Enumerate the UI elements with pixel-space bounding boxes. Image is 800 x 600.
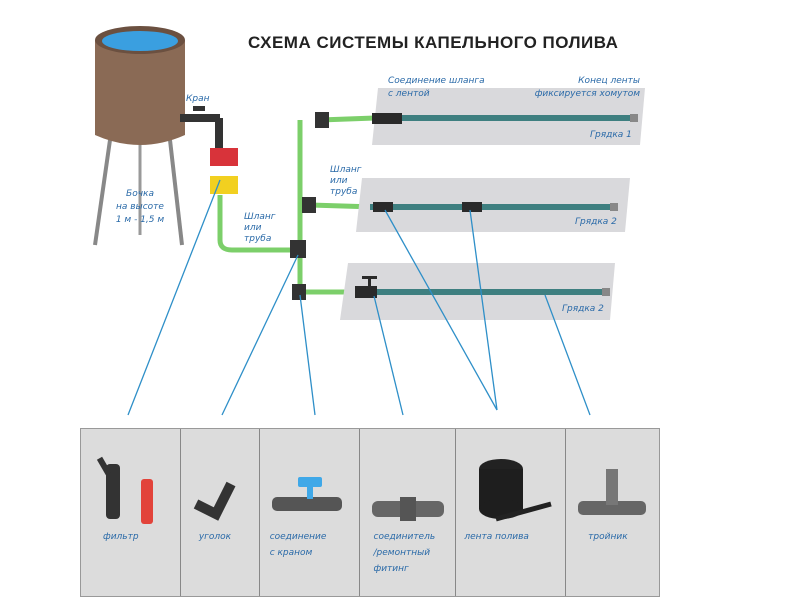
label-line: или	[330, 176, 348, 186]
bed-label-3: Грядка 2	[562, 304, 604, 314]
label-line: с лентой	[388, 89, 430, 99]
components-table: фильтр уголок соединение с краном соедин…	[80, 428, 660, 597]
tape-end-label: Конец ленты фиксируется хомутом	[520, 75, 640, 101]
component-elbow: уголок	[181, 429, 260, 596]
coupling-icon	[371, 497, 444, 521]
fittings	[290, 112, 329, 300]
component-label: уголок	[198, 532, 232, 542]
pointer-lines	[127, 179, 591, 416]
valve-connector-icon	[271, 477, 342, 511]
tap-label: Кран	[186, 94, 210, 104]
barrel-label-line: на высоте	[116, 202, 164, 212]
label-line: Шланг	[330, 165, 362, 175]
label-line: Шланг	[244, 212, 276, 222]
page-title: СХЕМА СИСТЕМЫ КАПЕЛЬНОГО ПОЛИВА	[248, 33, 619, 52]
label-line: соединение	[269, 532, 327, 542]
component-drip-tape: лента полива	[456, 429, 567, 596]
drip-tape-roll-icon	[479, 459, 553, 522]
hose-main-label: Шланг или труба	[244, 212, 276, 245]
label-line: с краном	[269, 548, 313, 558]
label-line: фитинг	[373, 564, 409, 574]
component-repair-coupling: соединитель /ремонтный фитинг	[360, 429, 457, 596]
label-line: Соединение шланга	[388, 76, 485, 86]
bed-label-1: Грядка 1	[590, 130, 632, 140]
component-label: лента полива	[464, 532, 529, 542]
label-line: Конец ленты	[578, 76, 640, 86]
component-filter: фильтр	[81, 429, 181, 596]
component-label: тройник	[588, 532, 628, 542]
component-label: соединитель /ремонтный фитинг	[374, 529, 436, 577]
component-label: соединение с краном	[270, 529, 327, 561]
component-tee: тройник	[566, 429, 659, 596]
filter-red	[210, 148, 238, 166]
label-line: труба	[330, 187, 358, 197]
barrel	[93, 26, 185, 246]
hose-branch-label: Шланг или труба	[330, 165, 362, 198]
barrel-label-line: 1 м - 1,5 м	[115, 215, 165, 225]
drip-tapes	[355, 113, 638, 298]
tee-icon	[578, 469, 647, 515]
component-label: фильтр	[103, 532, 139, 542]
label-line: фиксируется хомутом	[534, 89, 640, 99]
barrel-label: Бочка на высоте 1 м - 1,5 м	[110, 188, 170, 227]
label-line: труба	[244, 234, 272, 244]
connection-label: Соединение шланга с лентой	[388, 75, 485, 101]
label-line: или	[244, 223, 262, 233]
label-line: /ремонтный	[373, 548, 431, 558]
bed-label-2: Грядка 2	[575, 217, 617, 227]
elbow-icon	[193, 481, 236, 521]
filter-icon	[96, 456, 153, 524]
barrel-label-line: Бочка	[126, 189, 154, 199]
component-valve-connector: соединение с краном	[260, 429, 360, 596]
tap-icon	[180, 106, 223, 148]
filter-yellow	[210, 176, 238, 194]
label-line: соединитель	[373, 532, 436, 542]
